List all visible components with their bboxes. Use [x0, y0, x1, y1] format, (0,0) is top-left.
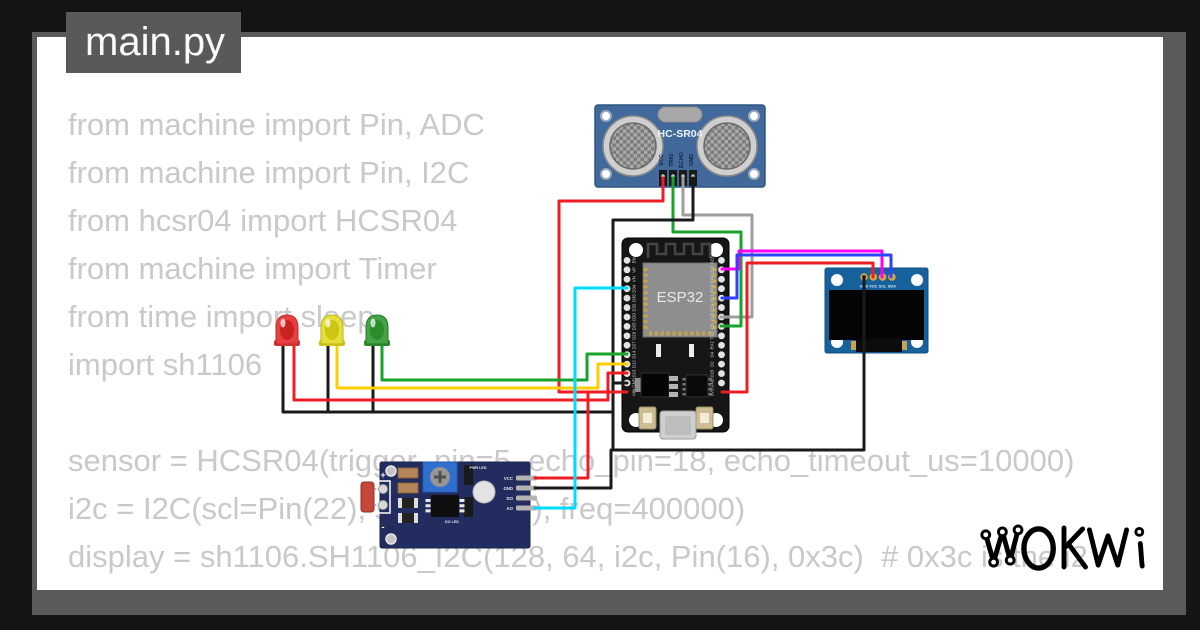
file-tab-title: main.py [85, 20, 226, 64]
logo-k [1061, 525, 1088, 570]
code-line: from hcsr04 import HCSR04 [68, 203, 458, 238]
logo-w2 [1086, 527, 1130, 568]
logo-node [988, 556, 999, 568]
logo-node [997, 526, 1008, 538]
code-line: from time import sleep [68, 299, 375, 334]
logo-node [1004, 554, 1016, 566]
code-line: from machine import Timer [68, 251, 437, 286]
code-line: import sh1106 [68, 347, 263, 382]
code-line [68, 389, 1163, 437]
code-preview: from machine import Pin, ADC from machin… [68, 101, 1163, 581]
logo-i-dot [1134, 526, 1145, 537]
code-line: from machine import Pin, I2C [68, 155, 470, 190]
logo-node [980, 529, 992, 541]
code-line: from machine import Pin, ADC [68, 107, 485, 142]
file-tab: main.py [66, 12, 241, 73]
logo-o [1021, 526, 1056, 571]
logo-node [1012, 524, 1024, 536]
code-line: sensor = HCSR04(trigger_pin=5, echo_pin=… [68, 443, 1075, 478]
wokwi-logo: WOKWI [980, 524, 1145, 571]
logo-i-stem [1137, 541, 1145, 569]
